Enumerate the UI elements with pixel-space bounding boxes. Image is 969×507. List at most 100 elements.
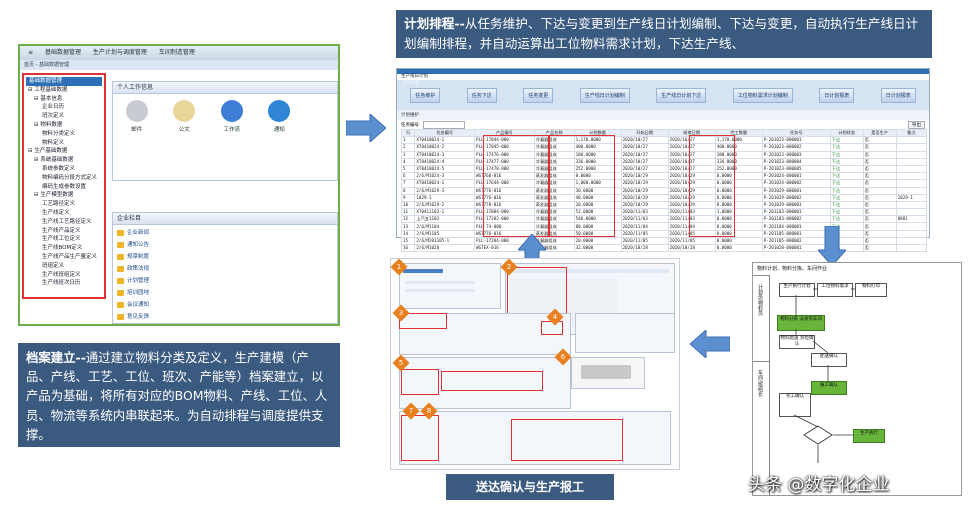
menu-item-master-data[interactable]: 基础数据管理 xyxy=(44,49,81,56)
table-cell: 下达 xyxy=(829,215,864,224)
enterprise-column-title: 企业栏目 xyxy=(113,213,337,225)
table-cell: 2020/10/29 xyxy=(620,179,669,188)
tree-item[interactable]: 系统参数定义 xyxy=(42,165,76,172)
production-plan-screenshot: 生产计划 生产线日计划 任务维护任务下达任务变更生产线日计划编制生产线日计划下达… xyxy=(396,68,930,253)
tree-item[interactable]: ⊟ 生产基础数据 xyxy=(28,148,68,155)
flow-connectors xyxy=(793,288,855,463)
step-badge-7: 7 xyxy=(402,402,420,420)
plan-step-button[interactable]: 任务变更 xyxy=(523,87,554,103)
tree-item[interactable]: 班次定义 xyxy=(42,113,65,120)
table-cell: XT0411103-1 xyxy=(414,208,476,217)
table-cell xyxy=(895,157,928,166)
column-header[interactable]: 任务号 xyxy=(761,128,831,138)
plan-step-button[interactable]: 日计划报表 xyxy=(880,87,916,103)
menu-item-workshop[interactable]: 车间制造管理 xyxy=(158,49,195,56)
tree-item[interactable]: ⊟ 基本信息 xyxy=(34,95,63,102)
column-link[interactable]: 意见反馈 xyxy=(113,311,337,323)
tree-item[interactable]: 生产线定义 xyxy=(42,209,70,216)
plan-step-button[interactable]: 日计划报表 xyxy=(819,87,855,103)
tree-item[interactable]: 企业日历 xyxy=(42,104,65,111)
tree-item[interactable]: 生产线BOM定义 xyxy=(42,245,83,252)
tree-item[interactable]: 工艺路径定义 xyxy=(42,201,76,208)
tree-item[interactable]: 生产线工位定义 xyxy=(42,236,81,243)
column-header[interactable]: 计划状态 xyxy=(829,128,864,138)
column-link[interactable]: 企业新闻 xyxy=(113,227,337,239)
tree-item[interactable]: 物料分类定义 xyxy=(42,130,76,137)
tree-item[interactable]: ⊟ 生产模型数据 xyxy=(34,192,74,199)
column-link[interactable]: 会议通知 xyxy=(113,299,337,311)
table-cell xyxy=(895,229,928,238)
table-cell xyxy=(895,143,928,152)
table-cell: 下达 xyxy=(829,179,864,188)
notice-shortcut[interactable]: 通知 xyxy=(259,100,299,133)
tree-item[interactable]: 班组定义 xyxy=(42,262,65,269)
tree-item[interactable]: ⊟ 物料数据 xyxy=(34,121,63,128)
table-cell: 3 xyxy=(400,150,416,159)
tree-item[interactable]: 生产线产品生产量定义 xyxy=(42,253,98,260)
mail-shortcut[interactable]: 邮件 xyxy=(117,100,157,133)
plan-step-button[interactable]: 任务维护 xyxy=(410,87,441,103)
tree-item[interactable]: ⊟ 系统基础数据 xyxy=(34,157,74,164)
column-header[interactable]: 备注 xyxy=(895,128,928,138)
column-link[interactable]: 计划管理 xyxy=(113,275,337,287)
table-cell xyxy=(895,136,928,145)
plan-step-button[interactable]: 生产线日计划下达 xyxy=(656,87,707,103)
menu-item-planning[interactable]: 生产计划与调度管理 xyxy=(92,49,147,56)
table-cell xyxy=(895,179,928,188)
plan-step-button[interactable]: 生产线日计划编制 xyxy=(579,87,630,103)
tree-item[interactable]: 生产线班组定义 xyxy=(42,271,81,278)
table-cell: 7 xyxy=(400,179,416,188)
column-link[interactable]: 培训园地 xyxy=(113,287,337,299)
master-data-tree: 基础数据管理 ⊟ 工程基础数据⊟ 基本信息企业日历班次定义⊟ 物料数据物料分类定… xyxy=(22,73,106,299)
table-cell: 否 xyxy=(862,150,897,159)
plan-step-button[interactable]: 任务下达 xyxy=(466,87,497,103)
column-header[interactable]: 开始日期 xyxy=(620,128,669,138)
tree-item[interactable]: 生产线班次日历 xyxy=(42,280,81,287)
table-cell: P-201023-000004 xyxy=(761,157,831,166)
step-badge-4: 4 xyxy=(546,308,564,326)
column-header[interactable]: 行 xyxy=(400,128,416,138)
tree-item[interactable]: 物料定义 xyxy=(42,139,65,146)
tree-item[interactable]: 生产线产品定义 xyxy=(42,227,81,234)
tree-item[interactable]: ⊟ 工程基础数据 xyxy=(28,86,68,93)
plan-step-bar: 任务维护 任务下达 任务变更 生产线日计划编制 生产线日计划下达 工位物料需求计划编制 日计… xyxy=(397,80,929,110)
step-badge-6: 6 xyxy=(554,348,572,366)
table-cell: 2020/10/27 xyxy=(620,150,669,159)
flow-box-execute: 生产执行 xyxy=(853,429,885,443)
column-link[interactable]: 规章制度 xyxy=(113,251,337,263)
workflow-shortcut[interactable]: 工作流 xyxy=(212,100,252,133)
search-input[interactable] xyxy=(423,121,465,129)
tree-item[interactable]: 编码生成参数设置 xyxy=(42,183,87,190)
export-button[interactable]: 导出 xyxy=(908,121,925,129)
table-cell: 14 xyxy=(400,229,416,238)
quantity-column-highlight xyxy=(549,135,615,237)
tree-item[interactable]: 物料编码分段方式定义 xyxy=(42,174,98,181)
column-link[interactable]: 政策法规 xyxy=(113,263,337,275)
tree-item[interactable]: 生产线工艺路径定义 xyxy=(42,218,92,225)
document-shortcut[interactable]: 公文 xyxy=(164,100,204,133)
product-column-highlight xyxy=(483,135,549,237)
column-header[interactable]: 任务编号 xyxy=(414,128,476,138)
step-badge-1: 1 xyxy=(390,258,408,276)
table-cell xyxy=(895,236,928,246)
plan-step-button[interactable]: 工位物料需求计划编制 xyxy=(732,87,793,103)
column-header[interactable]: 是否生产 xyxy=(862,128,897,138)
column-link[interactable]: 通知公告 xyxy=(113,239,337,251)
table-cell: P-201029-000002 xyxy=(761,193,831,202)
